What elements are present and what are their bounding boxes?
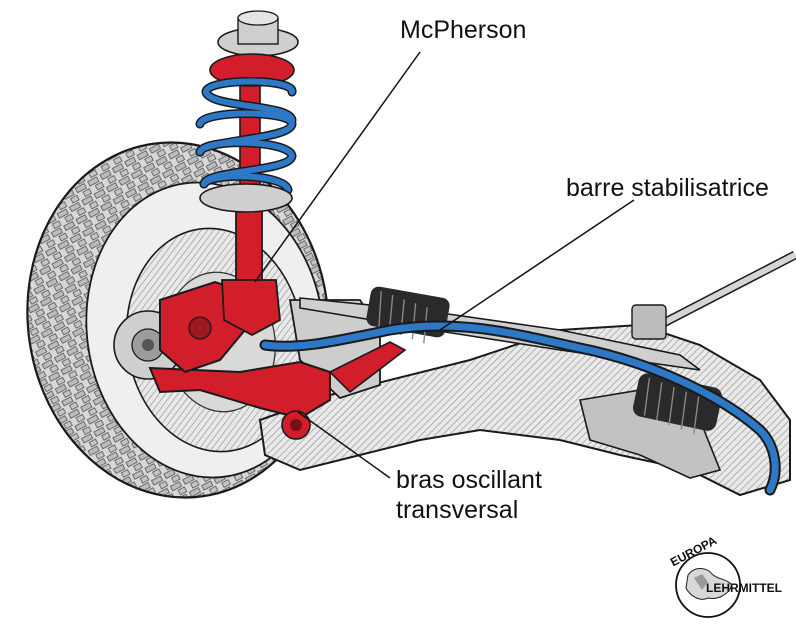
label-mcpherson: McPherson — [400, 16, 526, 44]
label-control-arm-line1: bras oscillant — [396, 466, 542, 494]
steering-column — [631, 251, 796, 340]
spring-seat — [199, 183, 293, 213]
label-control-arm-line2: transversal — [396, 496, 518, 524]
mcpherson-strut — [195, 10, 299, 337]
leader-lines — [254, 51, 635, 479]
stabilizer-bar — [259, 320, 781, 496]
leader-control-arm — [297, 411, 391, 479]
leader-mcpherson — [254, 51, 421, 283]
leader-stabilizer — [439, 199, 635, 331]
top-mount — [209, 10, 299, 87]
label-stabilizer-bar: barre stabilisatrice — [566, 174, 769, 202]
europa-lehrmittel-logo: EUROPA LEHRMITTEL — [668, 533, 782, 618]
coil-spring — [195, 77, 297, 195]
logo-bottom-text: LEHRMITTEL — [706, 581, 782, 595]
